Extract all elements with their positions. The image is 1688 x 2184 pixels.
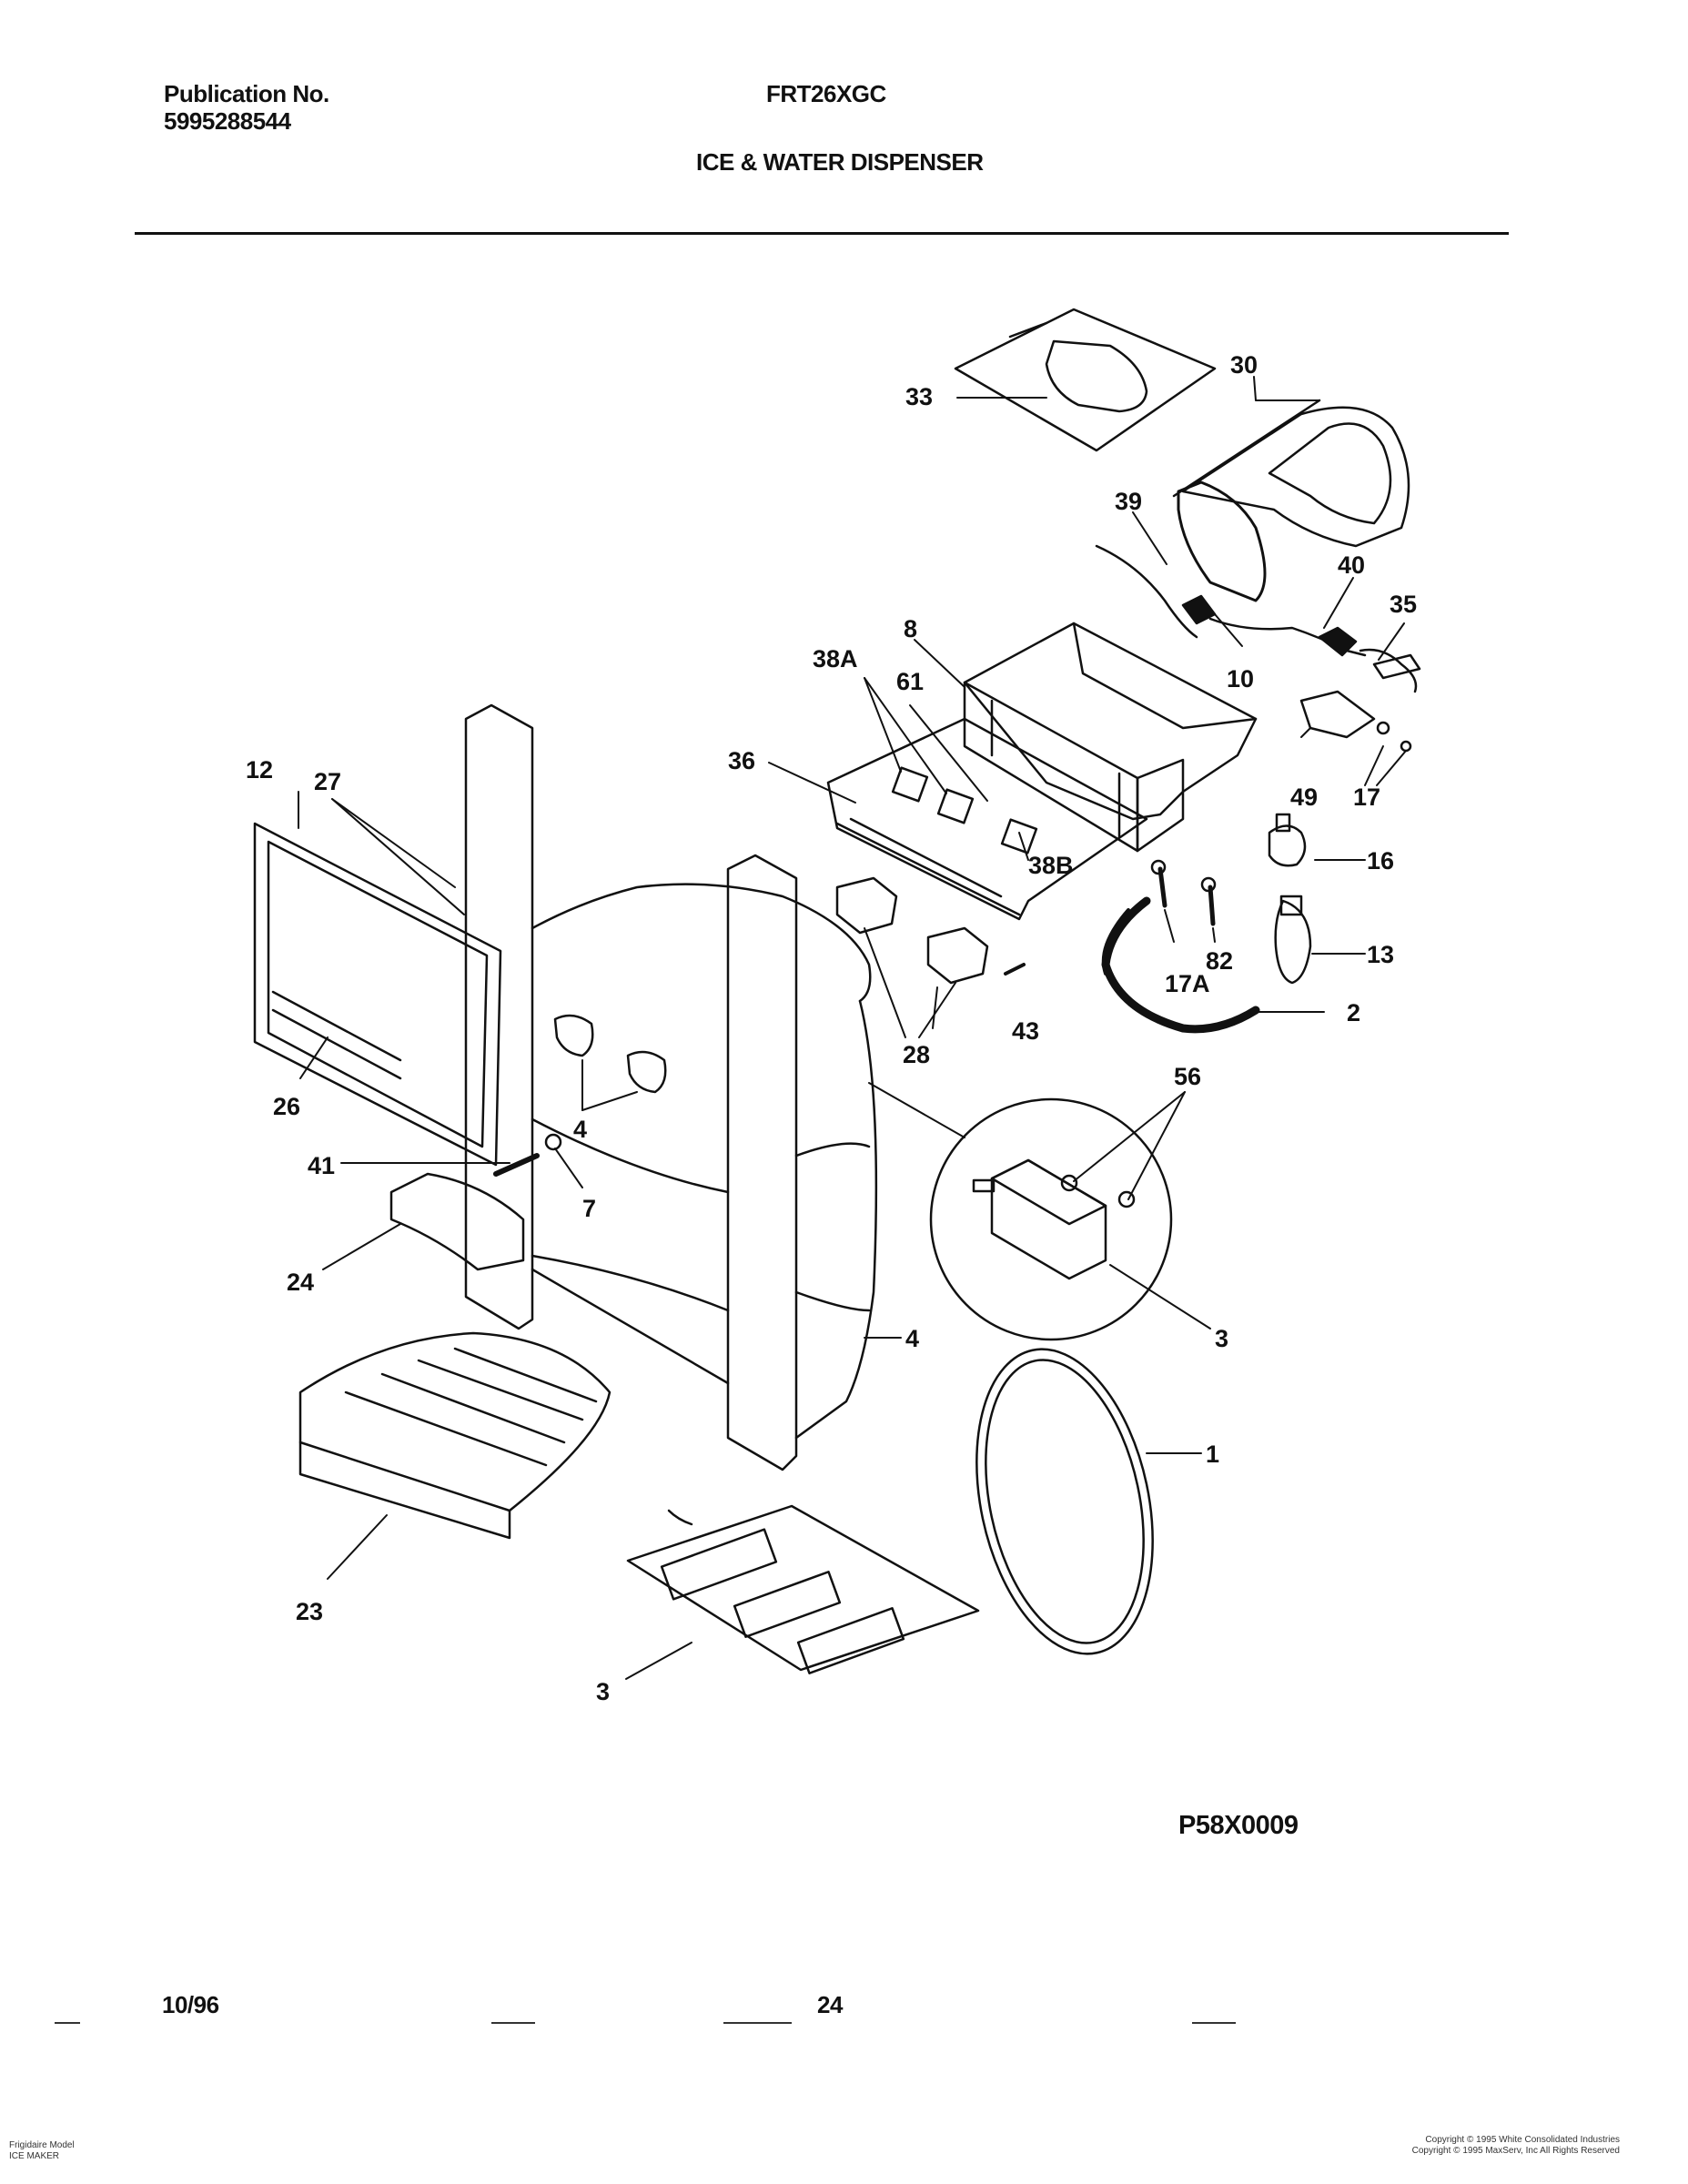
callout-13: 7 bbox=[582, 1195, 596, 1222]
callout-2: 2 bbox=[1347, 999, 1360, 1026]
callout-4: 4 bbox=[905, 1325, 919, 1352]
callout-15: 13 bbox=[1367, 941, 1394, 968]
part-12-13-clips bbox=[544, 1014, 667, 1151]
callout-38A: 38A bbox=[813, 645, 858, 672]
callout-28: 26 bbox=[273, 1093, 300, 1120]
callout-14: 12 bbox=[246, 756, 273, 784]
publication-number: 5995288544 bbox=[164, 107, 291, 135]
callout-35: 35 bbox=[1390, 591, 1417, 618]
part-7-61-switch-detail bbox=[929, 1097, 1173, 1341]
callout-39: 39 bbox=[1115, 488, 1142, 515]
callout-36: 36 bbox=[728, 747, 755, 774]
callout-38B: 38B bbox=[1028, 852, 1074, 879]
part-33-top-cover bbox=[954, 308, 1217, 452]
publication-label: Publication No. bbox=[164, 80, 329, 107]
callout-56: 61 bbox=[896, 668, 924, 695]
cabinet-posts bbox=[464, 703, 798, 1471]
section-title: ICE & WATER DISPENSER bbox=[696, 148, 984, 176]
footer-left-line1: Frigidaire Model bbox=[9, 2140, 75, 2150]
callout-41: 41 bbox=[308, 1152, 335, 1179]
drawing-id: P58X0009 bbox=[1178, 1811, 1299, 1840]
part-41-24-lever bbox=[389, 1153, 540, 1271]
callout-30: 30 bbox=[1230, 351, 1258, 379]
callout-40: 40 bbox=[1338, 551, 1365, 579]
part-49-bracket bbox=[1299, 690, 1412, 753]
callout-16: 16 bbox=[1367, 847, 1394, 875]
screws bbox=[1004, 859, 1217, 976]
footer-left-line2: ICE MAKER bbox=[9, 2151, 60, 2161]
callout-8: 8 bbox=[904, 615, 917, 642]
callouts: 33 30 39 40 35 10 8 38A 61 36 38B 49 17 … bbox=[246, 351, 1417, 1705]
part-39-40-35-wiring bbox=[1095, 544, 1421, 693]
callout-82: 82 bbox=[1206, 947, 1233, 975]
callout-17: 17 bbox=[1353, 784, 1380, 811]
footer-left-block: Frigidaire Model ICE MAKER bbox=[9, 2140, 75, 2162]
part-8-dispenser-housing bbox=[963, 622, 1258, 853]
header-rule bbox=[135, 232, 1509, 235]
callout-24: 24 bbox=[287, 1269, 314, 1296]
callout-17A: 17A bbox=[1165, 970, 1210, 997]
callout-43: 43 bbox=[1012, 1017, 1039, 1045]
footer-rule-mid bbox=[491, 2022, 535, 2024]
callout-33: 33 bbox=[905, 383, 933, 410]
footer-copyright-block: Copyright © 1995 White Consolidated Indu… bbox=[1412, 2135, 1620, 2157]
part-1-gasket bbox=[975, 1348, 1154, 1655]
callout-26: 27 bbox=[314, 768, 341, 795]
callout-10: 10 bbox=[1227, 665, 1254, 693]
leader-lines bbox=[298, 376, 1407, 1680]
callout-7: 3 bbox=[1215, 1325, 1228, 1352]
part-2-harness bbox=[1101, 896, 1260, 1034]
callout-61: 56 bbox=[1174, 1063, 1201, 1090]
footer-copyright-line2: Copyright © 1995 MaxServ, Inc All Rights… bbox=[1411, 2146, 1620, 2156]
page-number: 24 bbox=[817, 1991, 843, 2018]
callout-1: 1 bbox=[1206, 1441, 1219, 1468]
part-16-15-socket-bulb bbox=[1268, 813, 1312, 985]
footer-date: 10/96 bbox=[162, 1991, 219, 2018]
footer-rule-right bbox=[1192, 2022, 1236, 2024]
model-number: FRT26XGC bbox=[766, 80, 886, 107]
callout-3: 3 bbox=[596, 1678, 610, 1705]
callout-49: 49 bbox=[1290, 784, 1318, 811]
footer-copyright-line1: Copyright © 1995 White Consolidated Indu… bbox=[1425, 2135, 1620, 2145]
callout-27: 28 bbox=[903, 1041, 930, 1068]
part-14-front-panel bbox=[253, 822, 502, 1167]
part-36-panel bbox=[826, 717, 1148, 921]
part-23-drip-tray bbox=[298, 1331, 612, 1540]
callout-12: 4 bbox=[573, 1116, 587, 1143]
part-27-switches bbox=[835, 876, 989, 985]
part-30-chute-doors bbox=[1172, 399, 1410, 602]
footer-rule-center bbox=[723, 2022, 792, 2024]
part-4-container bbox=[531, 883, 878, 1440]
footer-rule-left bbox=[55, 2022, 80, 2024]
part-3-heater-pad bbox=[626, 1504, 980, 1674]
callout-23: 23 bbox=[296, 1598, 323, 1625]
